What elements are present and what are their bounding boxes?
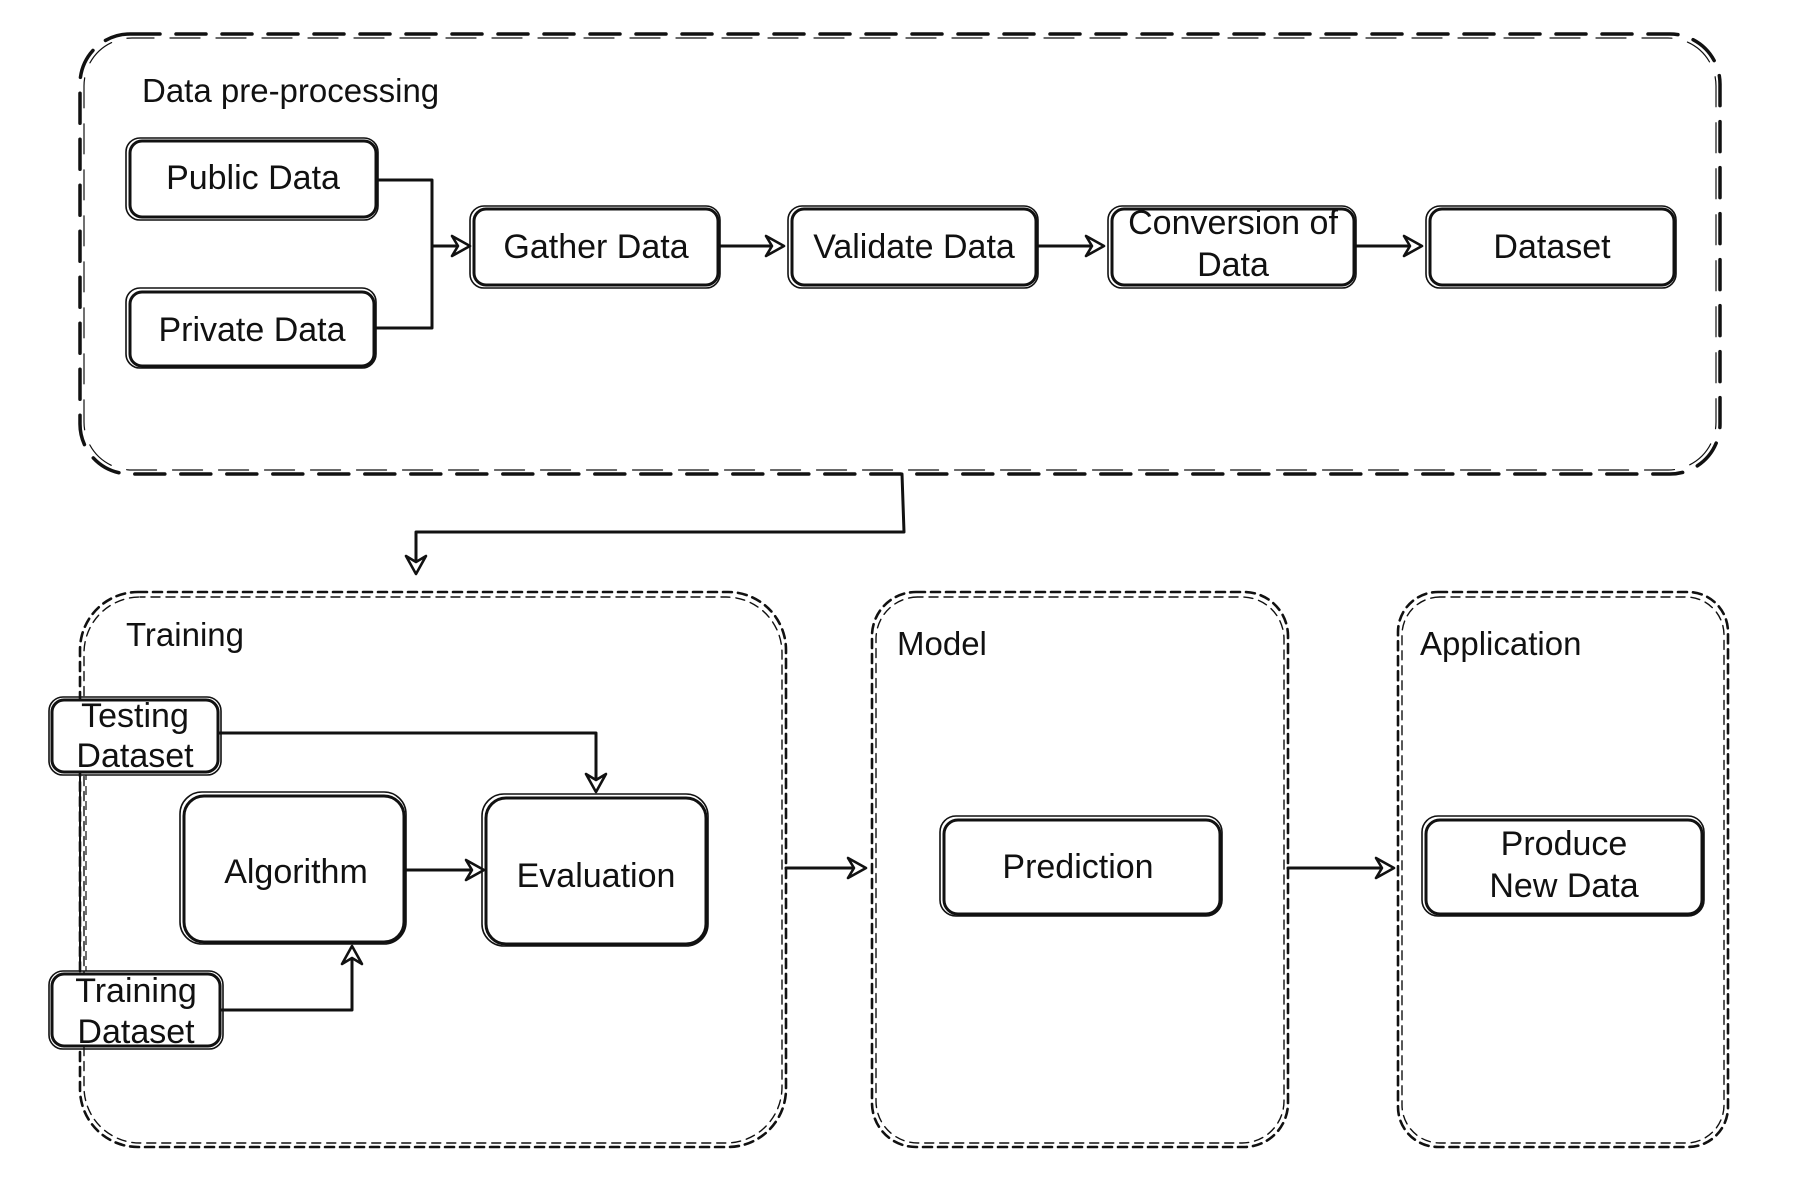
node-produce-new-data: Produce New Data <box>1421 815 1705 917</box>
dataset-label: Dataset <box>1493 228 1611 266</box>
node-private-data: Private Data <box>125 287 377 369</box>
validate-data-label: Validate Data <box>813 228 1015 266</box>
node-validate-data: Validate Data <box>787 205 1039 289</box>
preprocessing-group: Data pre-processing <box>78 32 1722 476</box>
edges <box>216 178 1424 1012</box>
public-data-label: Public Data <box>166 159 340 197</box>
model-title: Model <box>897 625 987 662</box>
arrowhead-dataset <box>1402 234 1424 258</box>
arrowhead-evaluation-left <box>464 858 486 882</box>
edge-testing-to-evaluation <box>216 731 598 782</box>
training-dataset-line1: Training <box>75 972 197 1010</box>
preprocessing-title: Data pre-processing <box>142 72 439 109</box>
node-conversion-of-data: Conversion of Data <box>1107 204 1357 289</box>
node-training-dataset: Training Dataset <box>48 970 224 1051</box>
node-testing-dataset: Testing Dataset <box>48 696 222 776</box>
prediction-label: Prediction <box>1002 848 1153 886</box>
node-algorithm: Algorithm <box>179 791 407 945</box>
training-group-left-guides <box>79 775 87 971</box>
node-evaluation: Evaluation <box>481 793 709 947</box>
node-gather-data: Gather Data <box>469 205 721 289</box>
node-public-data: Public Data <box>125 137 379 221</box>
edge-preprocessing-to-training <box>414 472 906 562</box>
private-data-label: Private Data <box>158 311 345 349</box>
node-prediction: Prediction <box>939 815 1223 917</box>
edge-training-to-algorithm <box>218 958 354 1012</box>
produce-new-data-line1: Produce <box>1501 825 1628 863</box>
arrowhead-gather <box>450 234 472 258</box>
evaluation-label: Evaluation <box>517 857 676 895</box>
arrowhead-validate <box>764 234 786 258</box>
gather-data-label: Gather Data <box>503 228 688 266</box>
algorithm-label: Algorithm <box>224 853 368 891</box>
arrowhead-model <box>846 856 868 880</box>
conversion-label-line2: Data <box>1197 246 1269 284</box>
edge-public-to-gather <box>374 178 468 248</box>
arrowhead-training <box>404 554 428 576</box>
training-dataset-line2: Dataset <box>77 1013 195 1051</box>
testing-dataset-line2: Dataset <box>76 737 194 775</box>
arrowhead-algorithm <box>340 944 364 966</box>
edge-private-to-gather <box>372 244 434 330</box>
produce-new-data-line2: New Data <box>1489 867 1638 905</box>
testing-dataset-line1: Testing <box>81 697 189 735</box>
conversion-label-line1: Conversion of <box>1128 204 1338 242</box>
application-group: Application <box>1396 590 1730 1149</box>
arrowhead-conversion <box>1084 234 1106 258</box>
node-dataset: Dataset <box>1425 205 1677 289</box>
arrowhead-application <box>1374 856 1396 880</box>
training-title: Training <box>126 616 244 653</box>
application-title: Application <box>1420 625 1581 662</box>
arrowhead-evaluation-top <box>584 772 608 794</box>
